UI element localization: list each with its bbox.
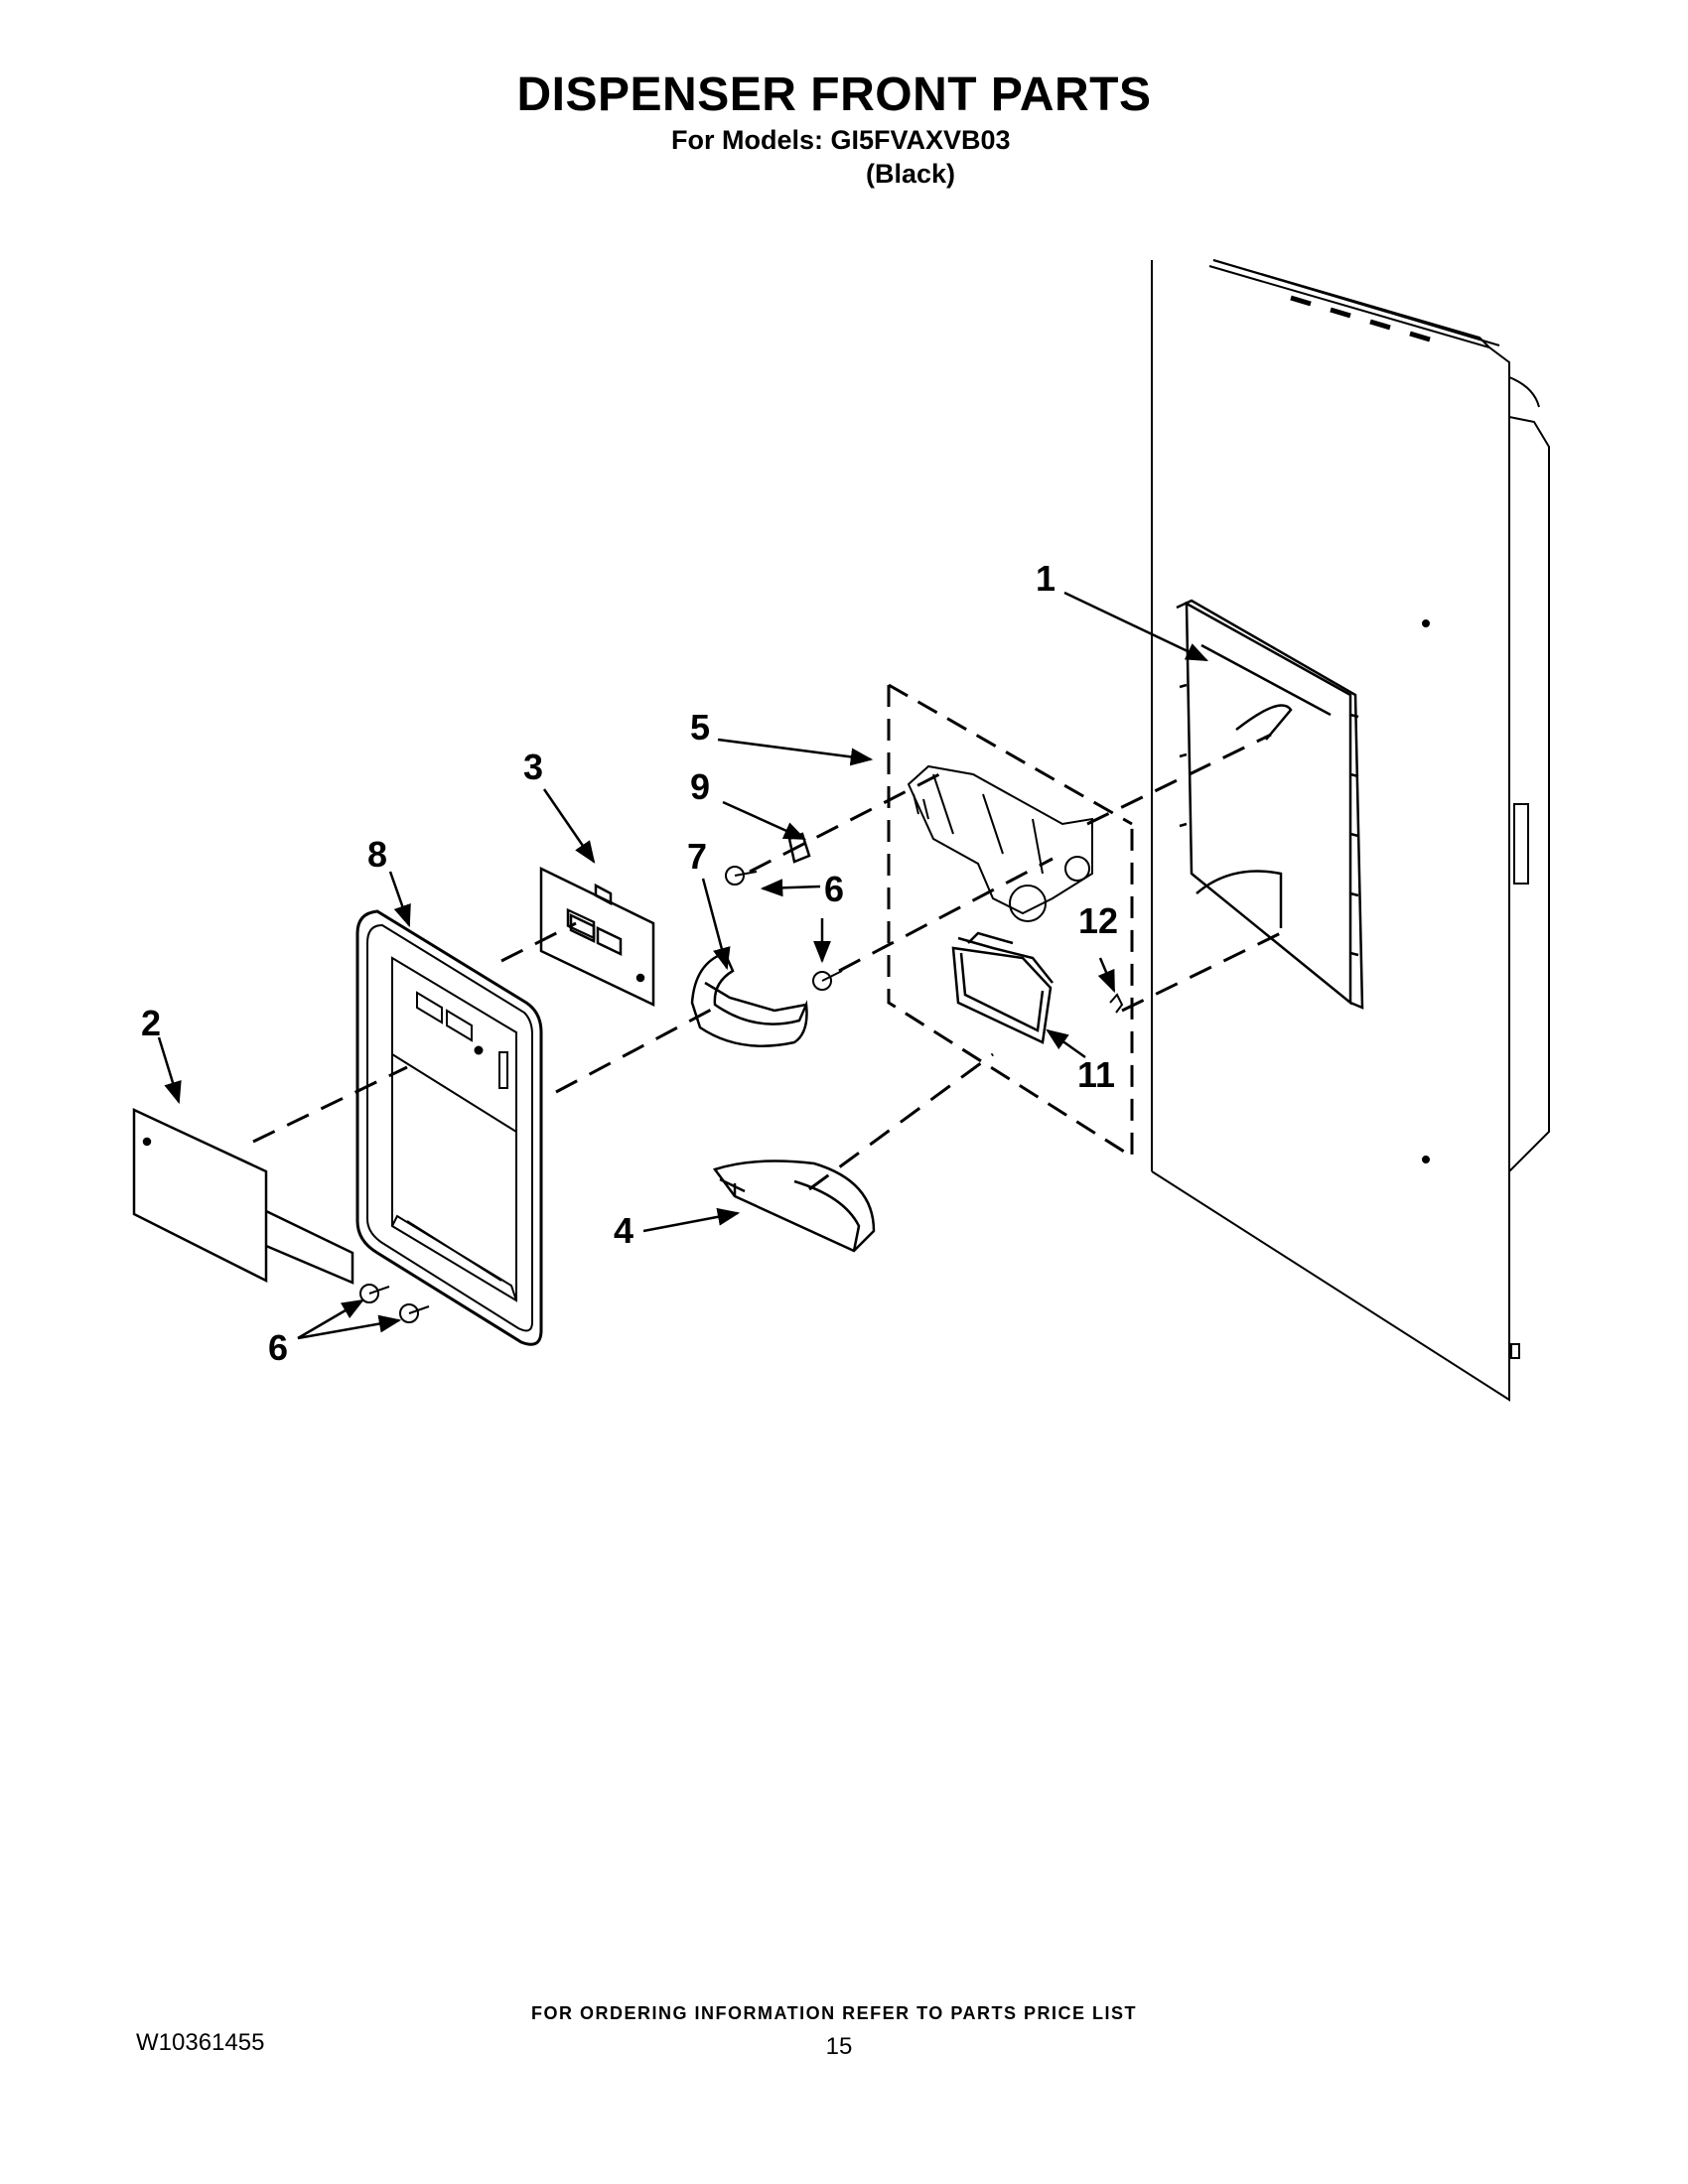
part-4-drip-tray — [712, 1160, 876, 1253]
callout-12: 12 — [1078, 900, 1118, 941]
part-5-actuator — [907, 764, 1093, 922]
part-3-control-board — [539, 867, 655, 1007]
screw-icon — [399, 1303, 430, 1323]
screw-icon — [725, 866, 758, 886]
callout-8: 8 — [367, 834, 387, 875]
part-2-panel — [132, 1108, 354, 1285]
document-number: W10361455 — [136, 2029, 265, 2056]
callout-6-upper: 6 — [824, 869, 844, 909]
callout-11: 11 — [1077, 1054, 1115, 1095]
part-11-dispenser-paddle — [951, 931, 1054, 1044]
callout-7: 7 — [687, 836, 707, 877]
part-12-spring — [1109, 993, 1124, 1014]
screws-6 — [359, 866, 843, 1323]
page-number: 15 — [825, 2033, 853, 2060]
callout-4: 4 — [614, 1210, 633, 1251]
models-line: For Models: GI5FVAXVB03 — [671, 125, 1011, 155]
callout-arrows — [157, 591, 1209, 1340]
part-1-dispenser-housing — [1176, 599, 1364, 1010]
callout-6-lower: 6 — [268, 1327, 288, 1368]
callout-1: 1 — [1036, 558, 1055, 599]
screw-icon — [812, 970, 843, 991]
callout-3: 3 — [523, 747, 543, 787]
color-variant: (Black) — [866, 159, 956, 189]
callout-2: 2 — [141, 1003, 161, 1043]
callout-9: 9 — [690, 766, 710, 807]
page-title: DISPENSER FRONT PARTS — [516, 68, 1152, 121]
refrigerator-door — [1151, 259, 1550, 1402]
assembly-lines — [252, 733, 1292, 1191]
callout-labels: 1 2 3 4 5 6 6 7 8 9 11 12 — [141, 558, 1118, 1368]
part-5-assembly-box — [887, 683, 1134, 1160]
part-7-lens — [690, 951, 808, 1047]
ordering-note: FOR ORDERING INFORMATION REFER TO PARTS … — [530, 2003, 1137, 2023]
part-8-bezel — [355, 909, 543, 1346]
callout-5: 5 — [690, 707, 710, 748]
screw-icon — [359, 1284, 390, 1303]
